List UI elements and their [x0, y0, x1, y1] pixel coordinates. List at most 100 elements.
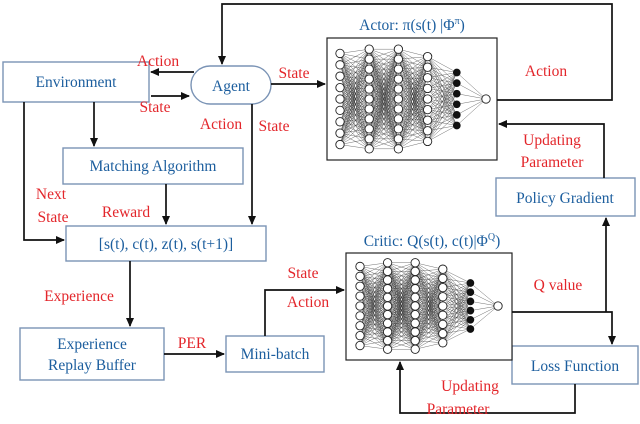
nn-edge [398, 67, 428, 149]
nn-edge [398, 49, 428, 78]
nn-edge [359, 288, 388, 307]
nn-edge [398, 98, 428, 149]
nn-edge [339, 49, 370, 77]
nn-edge [415, 297, 443, 316]
nn-edge [398, 108, 428, 110]
nn-node [335, 117, 345, 127]
nn-edge [359, 262, 388, 346]
label-critic-updating-2: Parameter [427, 401, 491, 418]
nn-edge [387, 288, 416, 350]
nn-node [382, 266, 393, 277]
nn-edge [339, 68, 370, 77]
nn-node [493, 301, 503, 311]
mini-batch-label: Mini-batch [241, 346, 310, 363]
nn-edge [398, 78, 428, 121]
nn-edge [398, 78, 428, 110]
nn-edge [359, 335, 388, 350]
actor-neural-net-graphic [335, 44, 491, 154]
nn-edge [359, 305, 388, 317]
nn-edge [359, 305, 388, 350]
nn-edge [398, 88, 428, 131]
nn-edge [427, 93, 457, 142]
nn-edge [339, 78, 370, 111]
nn-edge [359, 315, 388, 333]
nn-edge [359, 331, 388, 346]
nn-edge [359, 335, 388, 341]
nn-edge [339, 64, 370, 100]
nn-edge [369, 49, 399, 110]
nn-edge [359, 276, 388, 315]
nn-edge [339, 53, 370, 70]
nn-edge [398, 98, 428, 110]
nn-edge [339, 98, 370, 145]
nn-edge [369, 138, 399, 149]
nn-node [382, 258, 393, 268]
nn-edge [339, 64, 370, 80]
replay-buffer-label-line1: Experience [57, 336, 127, 353]
nn-edge [398, 56, 428, 139]
nn-edge [339, 133, 370, 149]
nn-edge [339, 121, 370, 140]
nn-edge [415, 324, 443, 350]
nn-edge [339, 64, 370, 110]
nn-edge [398, 88, 428, 100]
nn-edge [415, 315, 443, 324]
nn-edge [359, 276, 388, 298]
environment-label: Environment [36, 74, 118, 91]
nn-node [410, 335, 420, 346]
nn-edge [359, 271, 388, 277]
nn-edge [470, 292, 499, 307]
nn-node [382, 309, 393, 320]
nn-node [393, 144, 404, 154]
nn-edge [398, 56, 428, 110]
nn-edge [415, 296, 443, 307]
nn-edge [398, 128, 428, 142]
label-next-state-1: Next [36, 186, 67, 203]
nn-edge [339, 98, 370, 134]
nn-node [422, 94, 433, 104]
nn-edge [398, 98, 428, 131]
nn-edge [339, 88, 370, 100]
nn-edge [470, 301, 499, 307]
nn-edge [339, 49, 370, 134]
nn-node [364, 64, 374, 74]
nn-edge [387, 262, 416, 272]
nn-edge [470, 282, 499, 307]
nn-edge [415, 297, 443, 334]
nn-node [422, 73, 433, 83]
nn-edge [398, 88, 428, 149]
nn-node [335, 128, 345, 138]
nn-edge [398, 69, 428, 131]
nn-node [355, 271, 365, 281]
nn-edge [415, 262, 443, 279]
nn-node [422, 83, 433, 94]
nn-edge [387, 340, 416, 350]
nn-edge [369, 49, 399, 90]
nn-node [422, 51, 433, 62]
nn-edge [398, 68, 428, 89]
nn-edge [339, 49, 370, 54]
nn-edge [369, 49, 399, 139]
nn-node [382, 275, 393, 285]
nn-node [452, 89, 461, 98]
label-agent-action: Action [200, 116, 242, 133]
nn-edge [339, 78, 370, 88]
nn-node [452, 68, 461, 77]
nn-edge [398, 128, 428, 131]
nn-node [393, 114, 404, 124]
nn-node [355, 340, 365, 351]
nn-edge [339, 88, 370, 145]
replay-buffer-box: Experience Replay Buffer [19, 327, 165, 381]
nn-edge [415, 279, 443, 307]
nn-edge [369, 59, 399, 149]
nn-node [438, 273, 448, 284]
nn-edge [387, 262, 416, 307]
nn-node [355, 281, 365, 291]
nn-edge [442, 269, 471, 284]
nn-edge [398, 58, 428, 68]
nn-edge [427, 83, 457, 142]
nn-node [364, 54, 374, 64]
nn-edge [398, 108, 428, 142]
matching-algorithm-box: Matching Algorithm [62, 147, 244, 185]
nn-node [410, 275, 420, 285]
